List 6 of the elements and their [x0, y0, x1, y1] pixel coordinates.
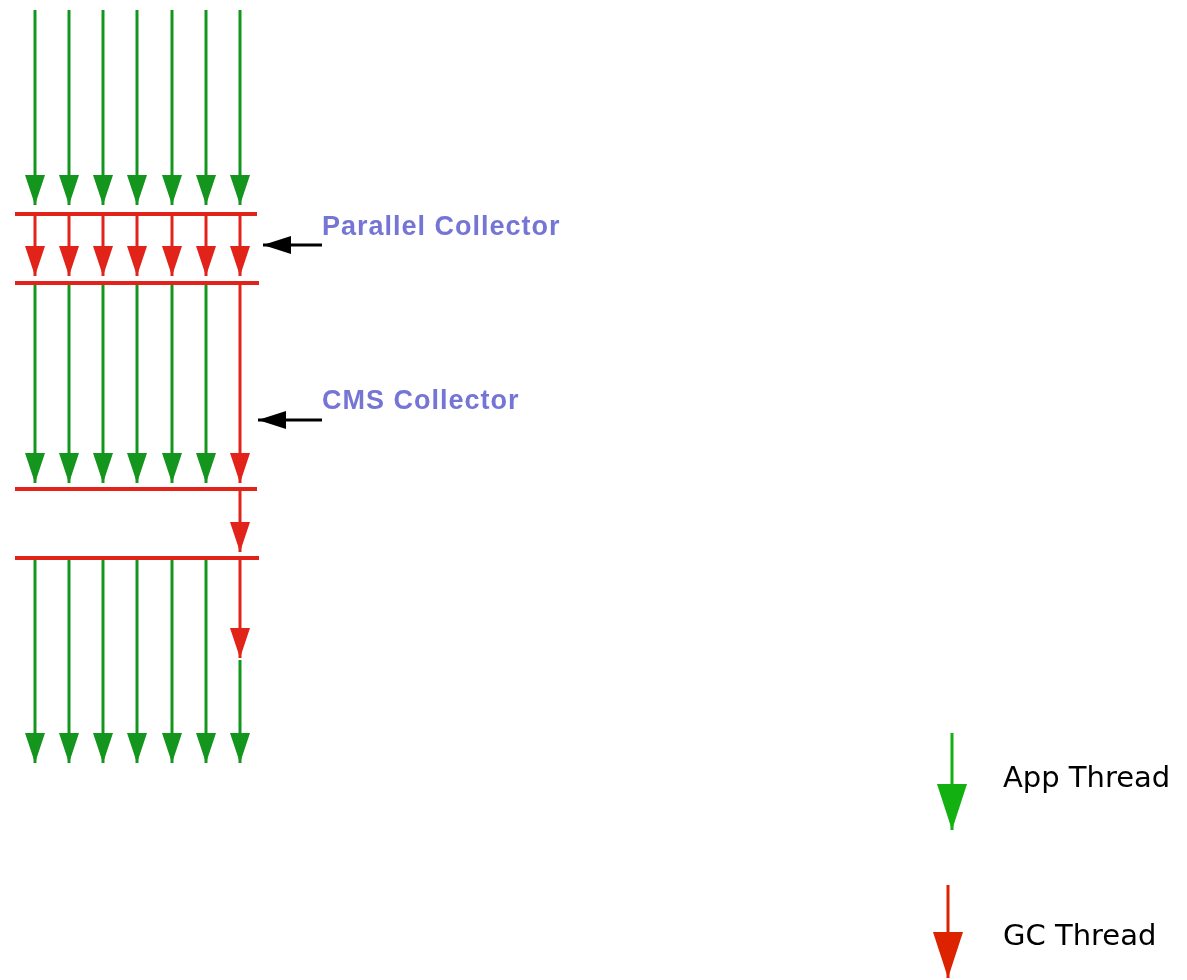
legend-label: GC Thread — [1003, 918, 1157, 952]
legend-label: App Thread — [1003, 760, 1171, 794]
leader-arrow — [263, 236, 322, 254]
callout-label: Parallel Collector — [322, 208, 561, 247]
callout-label: CMS Collector — [322, 382, 520, 422]
leader-arrow — [258, 411, 322, 429]
